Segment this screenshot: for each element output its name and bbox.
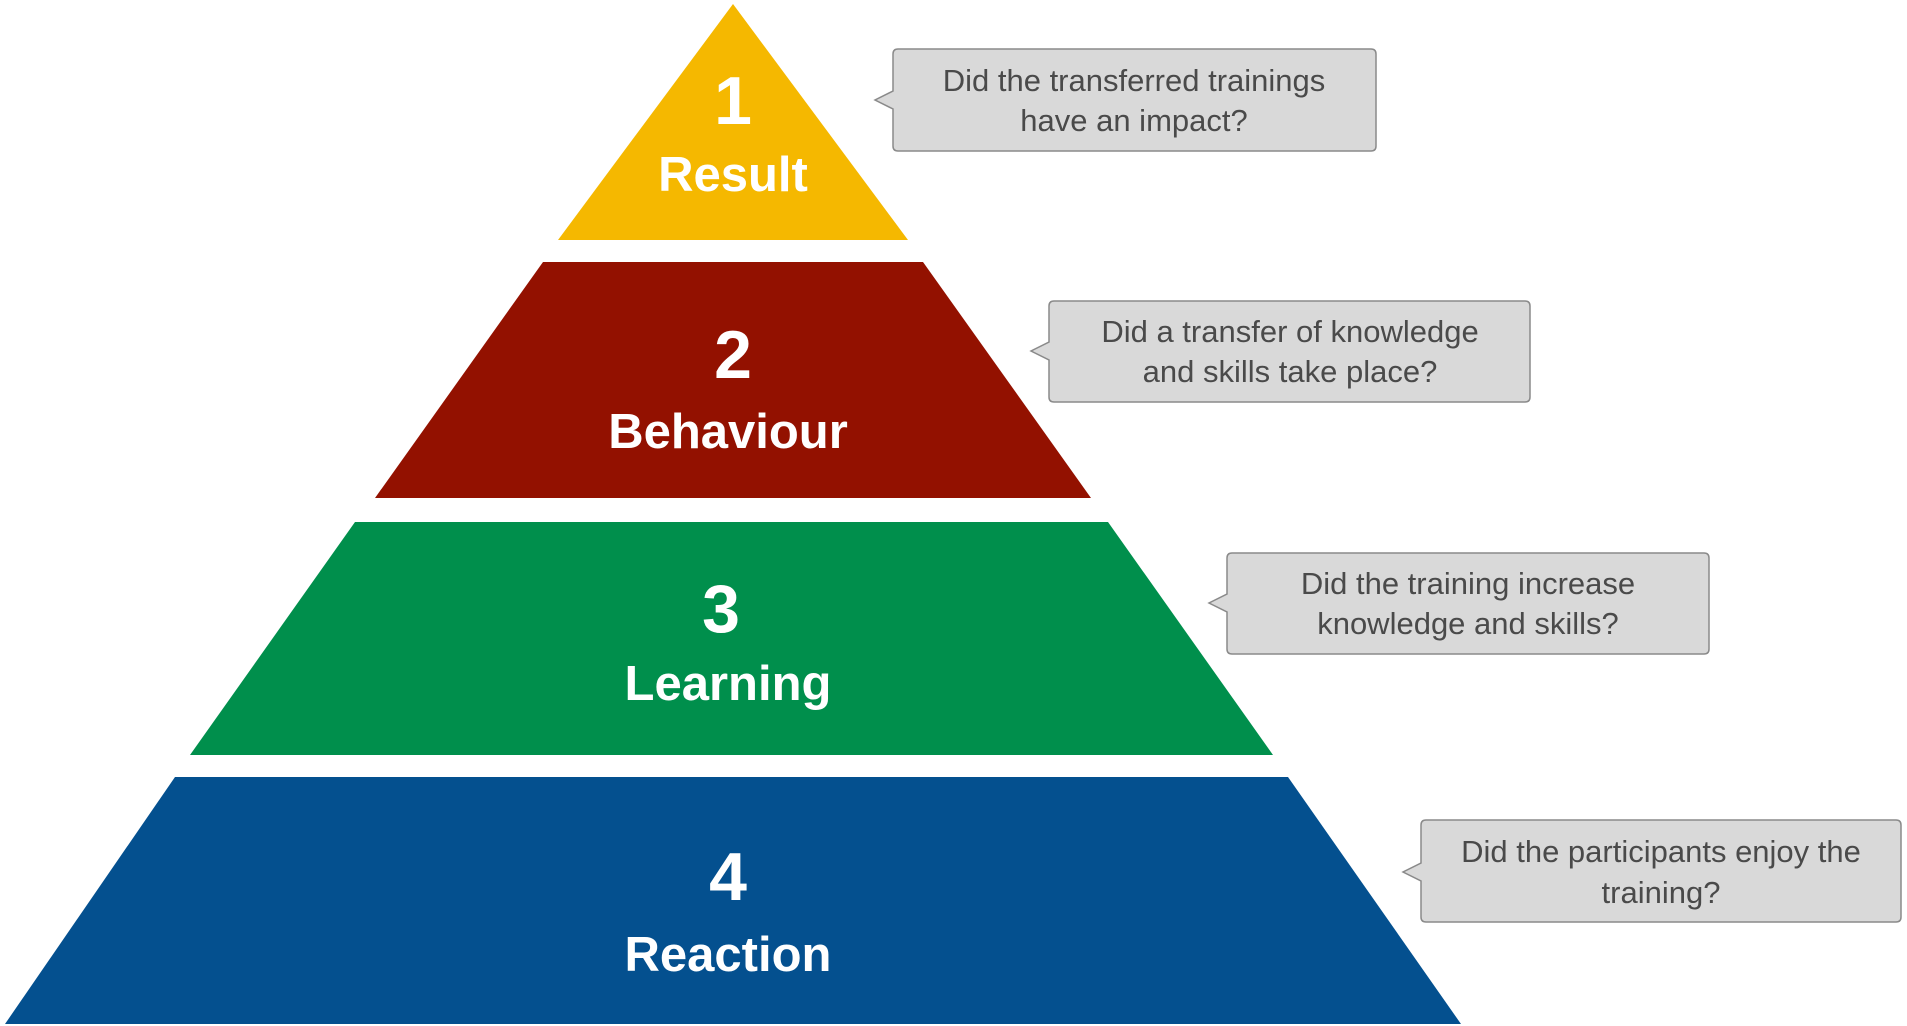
level-1-number: 1: [714, 63, 752, 139]
level-3-name: Learning: [625, 657, 832, 711]
callout-level-3: Did the training increase knowledge and …: [1207, 552, 1710, 655]
callout-level-1: Did the transferred trainings have an im…: [873, 48, 1377, 152]
callout-level-1-line-2: have an impact?: [1020, 103, 1247, 138]
level-3-segment: [190, 522, 1273, 755]
level-4-segment: [5, 777, 1461, 1024]
level-2-segment: [375, 262, 1091, 498]
callout-level-1-shape: [873, 48, 1377, 152]
callout-level-4-shape: [1401, 819, 1902, 923]
level-4-number: 4: [709, 839, 747, 915]
callout-level-4-line-1: Did the participants enjoy the: [1461, 834, 1861, 869]
callout-level-1-line-1: Did the transferred trainings: [943, 63, 1326, 98]
level-4-name: Reaction: [625, 928, 832, 982]
callout-level-3-line-2: knowledge and skills?: [1317, 606, 1619, 641]
callout-level-3-line-1: Did the training increase: [1301, 566, 1635, 601]
level-2-number: 2: [714, 317, 752, 393]
level-3-number: 3: [702, 571, 740, 647]
level-1-group: 1 Result: [558, 4, 908, 240]
callout-level-4: Did the participants enjoy the training?: [1401, 819, 1902, 923]
callout-level-4-line-2: training?: [1602, 875, 1721, 910]
level-4-group: 4 Reaction: [5, 777, 1461, 1024]
callout-level-2: Did a transfer of knowledge and skills t…: [1029, 300, 1531, 403]
level-2-group: 2 Behaviour: [375, 262, 1091, 498]
callout-level-2-shape: [1029, 300, 1531, 403]
callout-level-2-line-1: Did a transfer of knowledge: [1101, 314, 1478, 349]
callout-level-3-shape: [1207, 552, 1710, 655]
level-1-name: Result: [658, 148, 808, 202]
level-2-name: Behaviour: [608, 405, 848, 459]
callout-level-2-line-2: and skills take place?: [1143, 354, 1438, 389]
level-1-segment: [558, 4, 908, 240]
level-3-group: 3 Learning: [190, 522, 1273, 755]
